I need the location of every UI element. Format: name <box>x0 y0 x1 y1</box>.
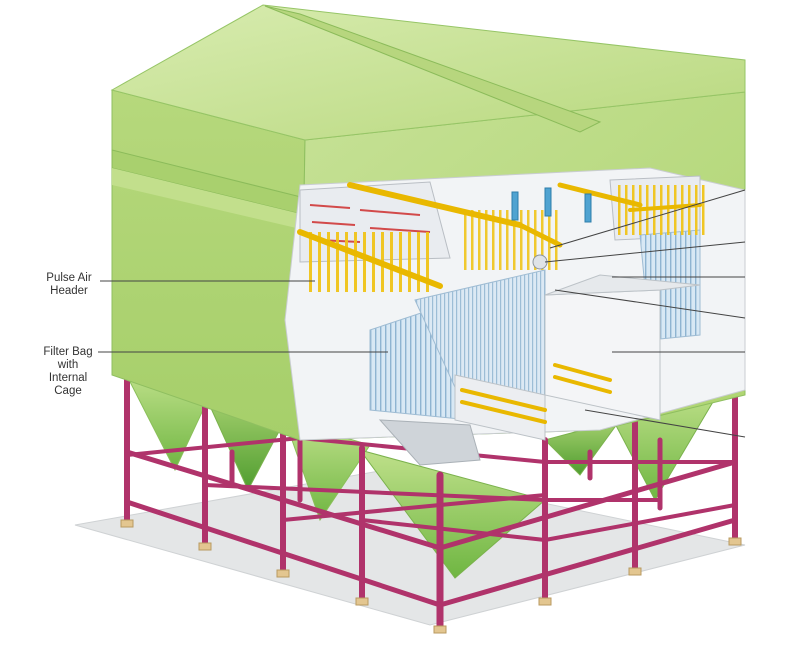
housing-step <box>112 168 305 230</box>
hopper-interior <box>378 419 481 466</box>
column-footings <box>120 519 742 634</box>
outlet-plenum-top <box>544 274 701 296</box>
diaphragm-valves <box>511 187 592 223</box>
housing-roof <box>110 4 746 141</box>
poppet-valve <box>532 254 548 270</box>
pulse-air-headers <box>297 182 702 289</box>
hopper <box>358 449 547 579</box>
leader-lines-left <box>98 280 388 353</box>
inlet-rails <box>460 363 612 424</box>
label-filter-bag: Filter Bag with Internal Cage <box>43 346 93 397</box>
inlet-manifold <box>454 374 546 441</box>
roof-ridge <box>264 5 602 133</box>
leader-lines-right <box>544 189 746 438</box>
support-frame <box>124 369 738 632</box>
label-pulse-air-header: Pulse Air Header <box>46 272 92 297</box>
